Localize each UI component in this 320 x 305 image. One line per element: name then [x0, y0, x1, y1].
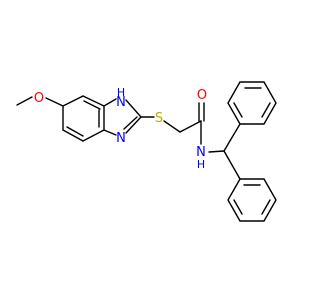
bond-c2-n-inner — [123, 116, 138, 130]
bond-c-nh — [103, 98, 117, 107]
phenyl-upper-double-3 — [233, 102, 243, 118]
phenyl-ring-upper — [227, 81, 277, 125]
bond-n-ch — [208, 150, 225, 153]
bond-ch-phenyl2 — [223, 150, 241, 180]
phenyl-ring-lower — [227, 178, 277, 222]
sulfur-label: S — [155, 111, 163, 126]
phenyl-lower-double-2 — [233, 199, 243, 215]
carbonyl-oxygen-label: O — [197, 88, 207, 103]
ring-nh-n-label: N — [116, 95, 126, 110]
methoxy-oxygen-label: O — [34, 91, 44, 106]
bond-methyl-o — [16, 96, 33, 106]
molecule-svg: O H N N S O N H — [16, 81, 277, 222]
bond-ch-phenyl1 — [223, 123, 241, 152]
phenyl-upper-double-2 — [261, 102, 271, 118]
bond-c2-n — [125, 116, 142, 134]
bond-s-ch2 — [163, 120, 181, 133]
bond-o-aryl — [45, 97, 64, 107]
amide-h-label: H — [197, 158, 205, 171]
amide-n-label: N — [196, 145, 206, 160]
bond-benz-5 — [62, 129, 84, 142]
phenyl-lower-double-3 — [261, 199, 271, 215]
structure-diagram: O H N N S O N H — [16, 81, 277, 222]
bond-nh-c2 — [125, 99, 142, 118]
bond-benz-2-inner — [83, 100, 101, 110]
ring-n-label: N — [116, 131, 126, 146]
bond-ch2-co — [179, 120, 202, 133]
bonds — [16, 81, 277, 222]
bond-benz-5-inner — [66, 126, 84, 137]
bond-benz-2 — [82, 95, 105, 107]
ring-nh-h-label: H — [117, 86, 125, 99]
bond-benz-4 — [82, 129, 105, 142]
bond-benz-1 — [62, 95, 84, 107]
bond-n-c — [103, 129, 117, 136]
